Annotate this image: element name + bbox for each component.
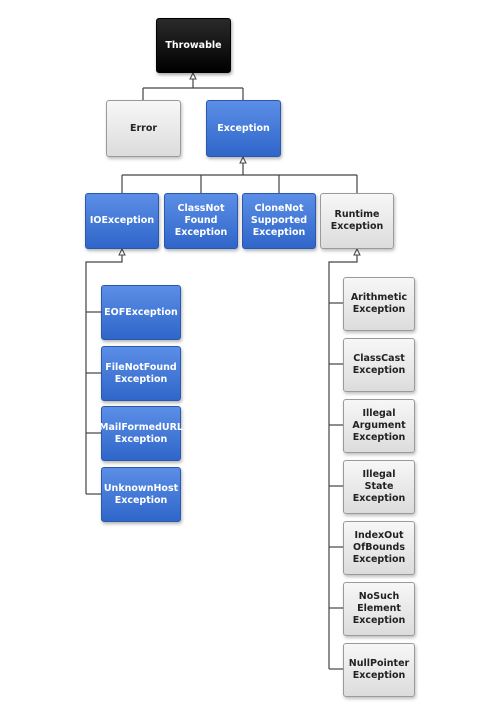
node-unknownhostexception: UnknownHost Exception: [101, 467, 181, 522]
node-classcastexception: ClassCast Exception: [343, 338, 415, 392]
inheritance-arrow-throwable: [189, 71, 197, 80]
node-illegalargumentexception: Illegal Argument Exception: [343, 399, 415, 453]
node-illegalstateexception: Illegal State Exception: [343, 460, 415, 514]
node-eofexception: EOFException: [101, 285, 181, 340]
node-throwable: Throwable: [156, 18, 231, 73]
node-filenotfoundexception: FileNotFound Exception: [101, 346, 181, 401]
node-error: Error: [106, 100, 181, 157]
node-nosuchelementexception: NoSuch Element Exception: [343, 582, 415, 636]
node-malformedurlexception: MailFormedURL Exception: [99, 406, 183, 461]
node-arithmeticexception: Arithmetic Exception: [343, 277, 415, 331]
connector-ioexception-trunk: [85, 254, 123, 494]
node-nullpointerexception: NullPointer Exception: [343, 643, 415, 697]
connector-runtime-trunk: [328, 254, 358, 669]
node-classnotfoundexception: ClassNot Found Exception: [164, 193, 238, 249]
node-indexoutofboundsexception: IndexOut OfBounds Exception: [343, 521, 415, 575]
node-ioexception: IOException: [85, 193, 159, 249]
inheritance-arrow-ioexception: [118, 247, 126, 256]
node-exception: Exception: [206, 100, 281, 157]
node-clonenotsupportedexception: CloneNot Supported Exception: [242, 193, 316, 249]
inheritance-arrow-exception: [239, 155, 247, 164]
node-runtimeexception: Runtime Exception: [320, 193, 394, 249]
inheritance-arrow-runtime: [353, 247, 361, 256]
